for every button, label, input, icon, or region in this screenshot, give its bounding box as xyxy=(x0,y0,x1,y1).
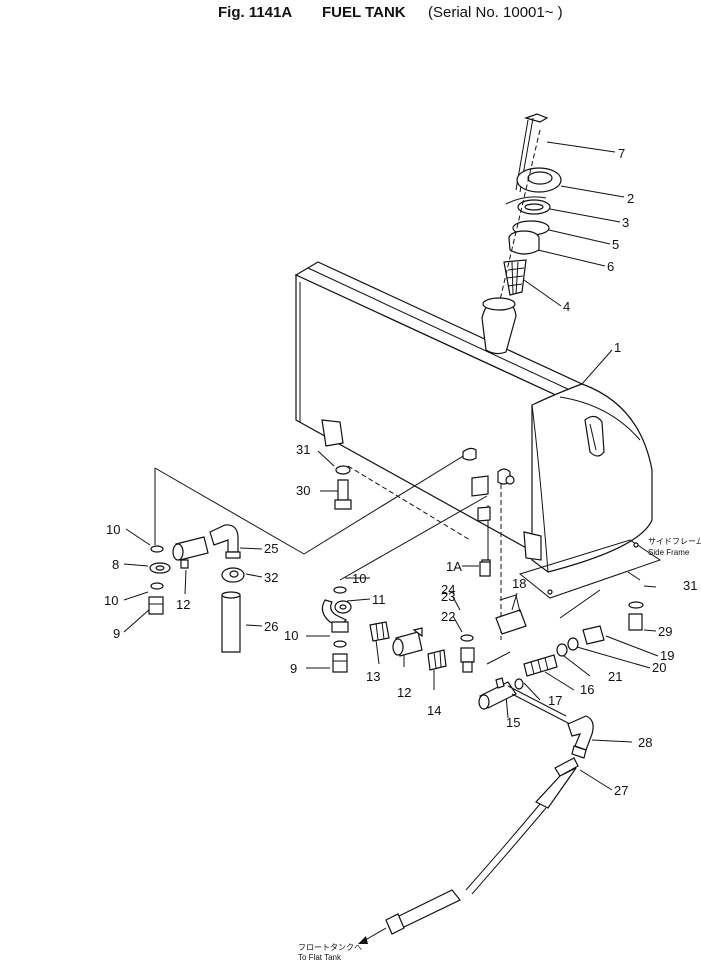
callout-label: 16 xyxy=(580,682,594,697)
callout-label: 17 xyxy=(548,693,562,708)
figure-title: Fig. 1141A FUEL TANK (Serial No. 10001~ … xyxy=(0,0,701,30)
callout-label: 13 xyxy=(366,669,380,684)
callout-label: 1 xyxy=(614,340,621,355)
callout-label: 32 xyxy=(264,570,278,585)
side-frame-note-en: Side Frame xyxy=(648,548,690,557)
callout-label: 30 xyxy=(296,483,310,498)
callout-label: 26 xyxy=(264,619,278,634)
callout-label: 8 xyxy=(112,557,119,572)
callout-label: 3 xyxy=(622,215,629,230)
callout-label: 12 xyxy=(176,597,190,612)
callout-label: 15 xyxy=(506,715,520,730)
callout-label: 10 xyxy=(106,522,120,537)
callout-label: 23 xyxy=(441,589,455,604)
figure-name: FUEL TANK xyxy=(322,4,406,21)
callout-label: 9 xyxy=(113,626,120,641)
filler-cap-assembly xyxy=(499,113,562,301)
left-fitting-group xyxy=(148,524,245,653)
callout-labels: 7 2 3 5 6 4 1 31 30 10 8 10 9 12 25 32 2… xyxy=(104,146,697,798)
mounting-bolt-set xyxy=(334,465,352,510)
fuel-tank-body xyxy=(294,261,653,573)
callout-label: 4 xyxy=(563,299,570,314)
callout-label: 5 xyxy=(612,237,619,252)
callout-label: 21 xyxy=(608,669,622,684)
callout-label: 10 xyxy=(284,628,298,643)
callout-label: 25 xyxy=(264,541,278,556)
callout-label: 29 xyxy=(658,624,672,639)
callout-label: 9 xyxy=(290,661,297,676)
figure-number: Fig. 1141A xyxy=(218,4,293,21)
callout-label: 12 xyxy=(397,685,411,700)
callout-label: 28 xyxy=(638,735,652,750)
leader-lines xyxy=(123,141,659,791)
callout-label: 1A xyxy=(446,559,462,574)
callout-label: 14 xyxy=(427,703,441,718)
callout-label: 7 xyxy=(618,146,625,161)
callout-label: 18 xyxy=(512,576,526,591)
callout-label: 2 xyxy=(627,191,634,206)
callout-label: 6 xyxy=(607,259,614,274)
serial-range: (Serial No. 10001~ ) xyxy=(428,4,563,21)
callout-label: 22 xyxy=(441,609,455,624)
side-frame-note: サイドフレーム Side Frame xyxy=(648,537,701,557)
callout-label: 31 xyxy=(683,578,697,593)
side-frame-note-jp: サイドフレーム xyxy=(648,537,701,546)
center-fitting-group xyxy=(321,561,527,673)
callout-label: 10 xyxy=(104,593,118,608)
callout-label: 19 xyxy=(660,648,674,663)
flat-tank-note-en: To Flat Tank xyxy=(298,953,342,962)
flat-tank-note: フロートタンクへ To Flat Tank xyxy=(298,943,362,962)
callout-label: 11 xyxy=(372,592,386,607)
flat-tank-note-jp: フロートタンクへ xyxy=(298,943,362,952)
callout-label: 20 xyxy=(652,660,666,675)
assembly-dashed-lines xyxy=(154,449,511,665)
callout-label: 10 xyxy=(352,571,366,586)
callout-label: 27 xyxy=(614,783,628,798)
callout-label: 24 xyxy=(441,582,455,597)
right-fitting-group xyxy=(358,539,662,944)
callout-label: 31 xyxy=(296,442,310,457)
